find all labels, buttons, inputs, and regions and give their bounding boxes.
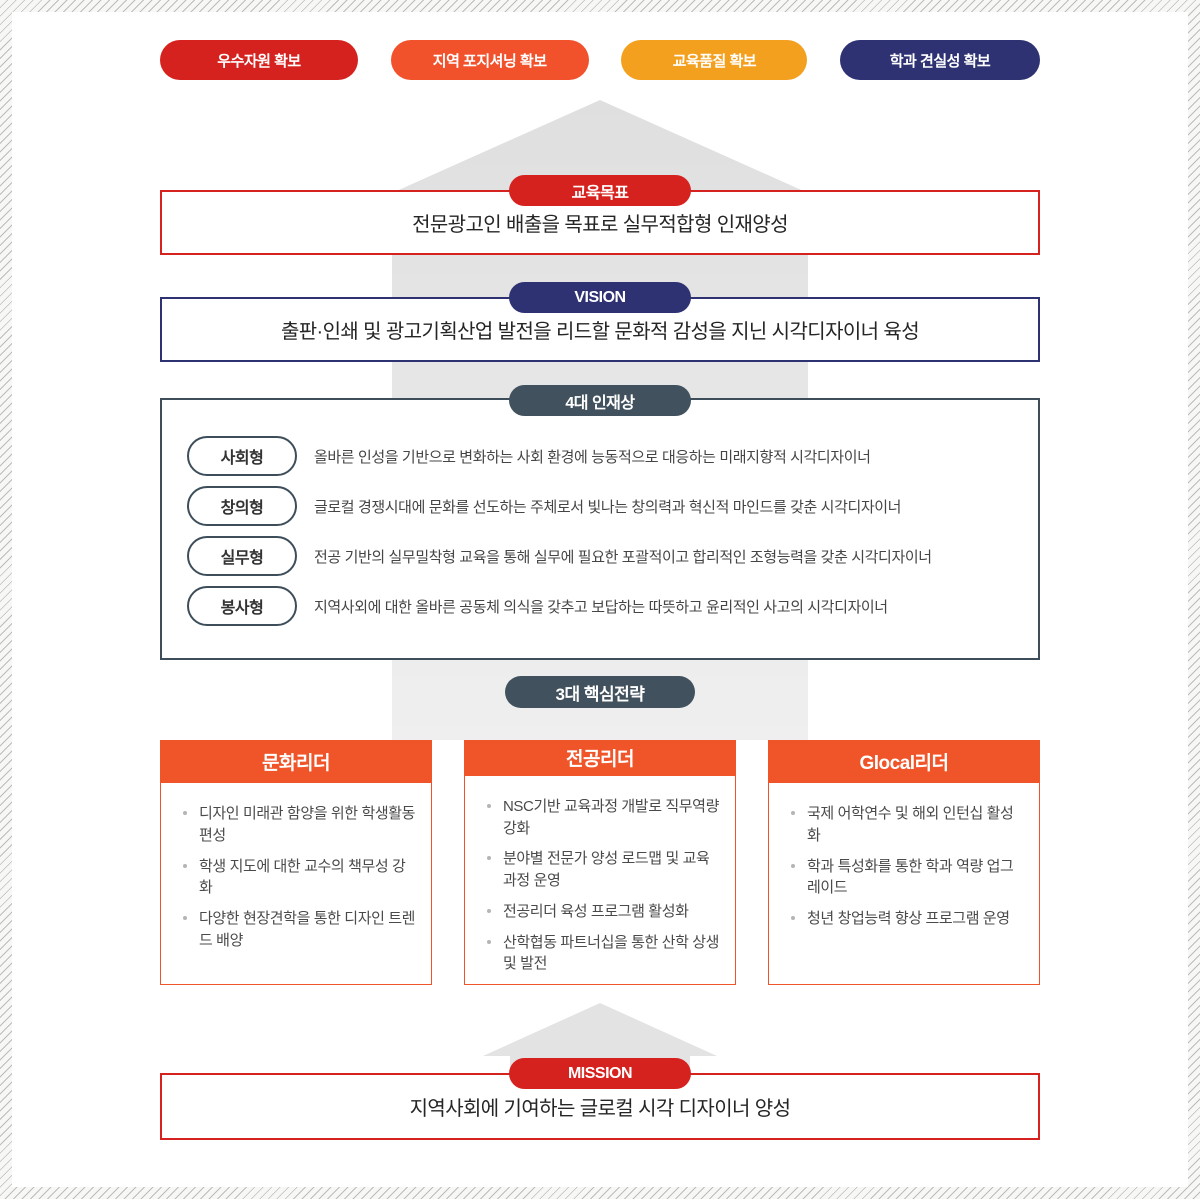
bullet-dot-icon	[791, 863, 795, 868]
bullet-dot-icon	[183, 811, 187, 815]
bullet-dot-icon	[183, 863, 187, 868]
talent-description: 올바른 인성을 기반으로 변화하는 사회 환경에 능동적으로 대응하는 미래지향…	[314, 448, 871, 466]
column-header: 전공리더	[464, 740, 736, 776]
list-item: 산학협동 파트너십을 통한 산학 상생 및 발전	[485, 932, 721, 976]
vision-statement: 출판·인쇄 및 광고기획산업 발전을 리드할 문화적 감성을 지닌 시각디자이너…	[280, 321, 920, 343]
list-item-text: 전공리더 육성 프로그램 활성화	[503, 902, 689, 920]
bullet-dot-icon	[487, 856, 491, 861]
list-item-text: 디자인 미래관 함양을 위한 학생활동 편성	[199, 805, 416, 844]
strategy-column-culture-leader: 문화리더 디자인 미래관 함양을 위한 학생활동 편성 학생 지도에 대한 교수…	[160, 740, 432, 985]
diagram-canvas: 우수자원 확보 지역 포지셔닝 확보 교육품질 확보 학과 견실성 확보 교육목…	[12, 12, 1188, 1187]
strategy-columns: 문화리더 디자인 미래관 함양을 위한 학생활동 편성 학생 지도에 대한 교수…	[160, 740, 1040, 985]
list-item-text: 다양한 현장견학을 통한 디자인 트렌드 배양	[199, 910, 416, 949]
strategy-column-major-leader: 전공리더 NSC기반 교육과정 개발로 직무역량 강화 분야별 전문가 양성 로…	[464, 740, 736, 985]
vision-pill: VISION	[509, 282, 691, 313]
list-item: 청년 창업능력 향상 프로그램 운영	[789, 908, 1025, 930]
bullet-dot-icon	[791, 811, 795, 815]
talent-rows: 사회형 올바른 인성을 기반으로 변화하는 사회 환경에 능동적으로 대응하는 …	[162, 400, 1038, 626]
bullet-list: 국제 어학연수 및 해외 인턴십 활성화 학과 특성화를 통한 학과 역량 업그…	[789, 803, 1025, 930]
column-body: 디자인 미래관 함양을 위한 학생활동 편성 학생 지도에 대한 교수의 책무성…	[160, 783, 432, 985]
list-item-text: NSC기반 교육과정 개발로 직무역량 강화	[503, 797, 719, 837]
talent-row-creative: 창의형 글로컬 경쟁시대에 문화를 선도하는 주체로서 빛나는 창의력과 혁신적…	[187, 486, 1008, 526]
column-header: 문화리더	[160, 740, 432, 783]
column-header: Glocal리더	[768, 740, 1040, 783]
top-badges-row: 우수자원 확보 지역 포지셔닝 확보 교육품질 확보 학과 견실성 확보	[160, 40, 1040, 80]
list-item: 분야별 전문가 양성 로드맵 및 교육과정 운영	[485, 848, 721, 892]
mission-pill: MISSION	[509, 1058, 691, 1089]
talent-type-pill: 봉사형	[187, 586, 297, 626]
list-item-text: 산학협동 파트너십을 통한 산학 상생 및 발전	[503, 933, 720, 973]
list-item-text: 국제 어학연수 및 해외 인턴십 활성화	[807, 805, 1014, 844]
diagram-stage: 우수자원 확보 지역 포지셔닝 확보 교육품질 확보 학과 견실성 확보 교육목…	[12, 12, 1188, 1187]
talent-description: 지역사외에 대한 올바른 공동체 의식을 갖추고 보답하는 따뜻하고 윤리적인 …	[314, 598, 888, 616]
list-item: 국제 어학연수 및 해외 인턴십 활성화	[789, 803, 1025, 847]
goal-pill: 교육목표	[509, 175, 691, 206]
bullet-dot-icon	[487, 908, 491, 913]
badge-regional-positioning: 지역 포지셔닝 확보	[390, 40, 589, 80]
talent-type-pill: 실무형	[187, 536, 297, 576]
list-item: 전공리더 육성 프로그램 활성화	[485, 901, 721, 923]
bullet-dot-icon	[487, 803, 491, 808]
strategy-column-glocal-leader: Glocal리더 국제 어학연수 및 해외 인턴십 활성화 학과 특성화를 통한…	[768, 740, 1040, 985]
list-item-text: 청년 창업능력 향상 프로그램 운영	[807, 910, 1010, 927]
talents-pill: 4대 인재상	[509, 385, 691, 416]
list-item-text: 학생 지도에 대한 교수의 책무성 강화	[199, 857, 406, 897]
talents-box: 사회형 올바른 인성을 기반으로 변화하는 사회 환경에 능동적으로 대응하는 …	[160, 398, 1040, 660]
talent-row-service: 봉사형 지역사외에 대한 올바른 공동체 의식을 갖추고 보답하는 따뜻하고 윤…	[187, 586, 1008, 626]
talent-row-social: 사회형 올바른 인성을 기반으로 변화하는 사회 환경에 능동적으로 대응하는 …	[187, 436, 1008, 476]
bullet-list: 디자인 미래관 함양을 위한 학생활동 편성 학생 지도에 대한 교수의 책무성…	[181, 803, 417, 952]
column-body: NSC기반 교육과정 개발로 직무역량 강화 분야별 전문가 양성 로드맵 및 …	[464, 775, 736, 985]
mission-statement: 지역사회에 기여하는 글로컬 시각 디자이너 양성	[409, 1098, 791, 1120]
goal-statement: 전문광고인 배출을 목표로 실무적합형 인재양성	[412, 214, 788, 236]
list-item-text: 분야별 전문가 양성 로드맵 및 교육과정 운영	[503, 850, 710, 889]
badge-education-quality: 교육품질 확보	[621, 40, 808, 80]
list-item: NSC기반 교육과정 개발로 직무역량 강화	[485, 796, 721, 840]
badge-department-soundness: 학과 견실성 확보	[839, 40, 1040, 80]
column-body: 국제 어학연수 및 해외 인턴십 활성화 학과 특성화를 통한 학과 역량 업그…	[768, 783, 1040, 985]
bullet-dot-icon	[487, 939, 491, 944]
talent-type-pill: 사회형	[187, 436, 297, 476]
badge-talent-recruit: 우수자원 확보	[160, 40, 358, 80]
list-item: 학과 특성화를 통한 학과 역량 업그레이드	[789, 856, 1025, 900]
list-item: 디자인 미래관 함양을 위한 학생활동 편성	[181, 803, 417, 847]
list-item: 학생 지도에 대한 교수의 책무성 강화	[181, 856, 417, 900]
bullet-dot-icon	[791, 916, 795, 920]
strategies-pill: 3대 핵심전략	[505, 676, 695, 708]
list-item-text: 학과 특성화를 통한 학과 역량 업그레이드	[807, 857, 1014, 897]
list-item: 다양한 현장견학을 통한 디자인 트렌드 배양	[181, 908, 417, 952]
bullet-list: NSC기반 교육과정 개발로 직무역량 강화 분야별 전문가 양성 로드맵 및 …	[485, 796, 721, 975]
bullet-dot-icon	[183, 916, 187, 920]
talent-row-practical: 실무형 전공 기반의 실무밀착형 교육을 통해 실무에 필요한 포괄적이고 합리…	[187, 536, 1008, 576]
talent-type-pill: 창의형	[187, 486, 297, 526]
talent-description: 전공 기반의 실무밀착형 교육을 통해 실무에 필요한 포괄적이고 합리적인 조…	[314, 548, 932, 566]
talent-description: 글로컬 경쟁시대에 문화를 선도하는 주체로서 빛나는 창의력과 혁신적 마인드…	[314, 498, 902, 516]
